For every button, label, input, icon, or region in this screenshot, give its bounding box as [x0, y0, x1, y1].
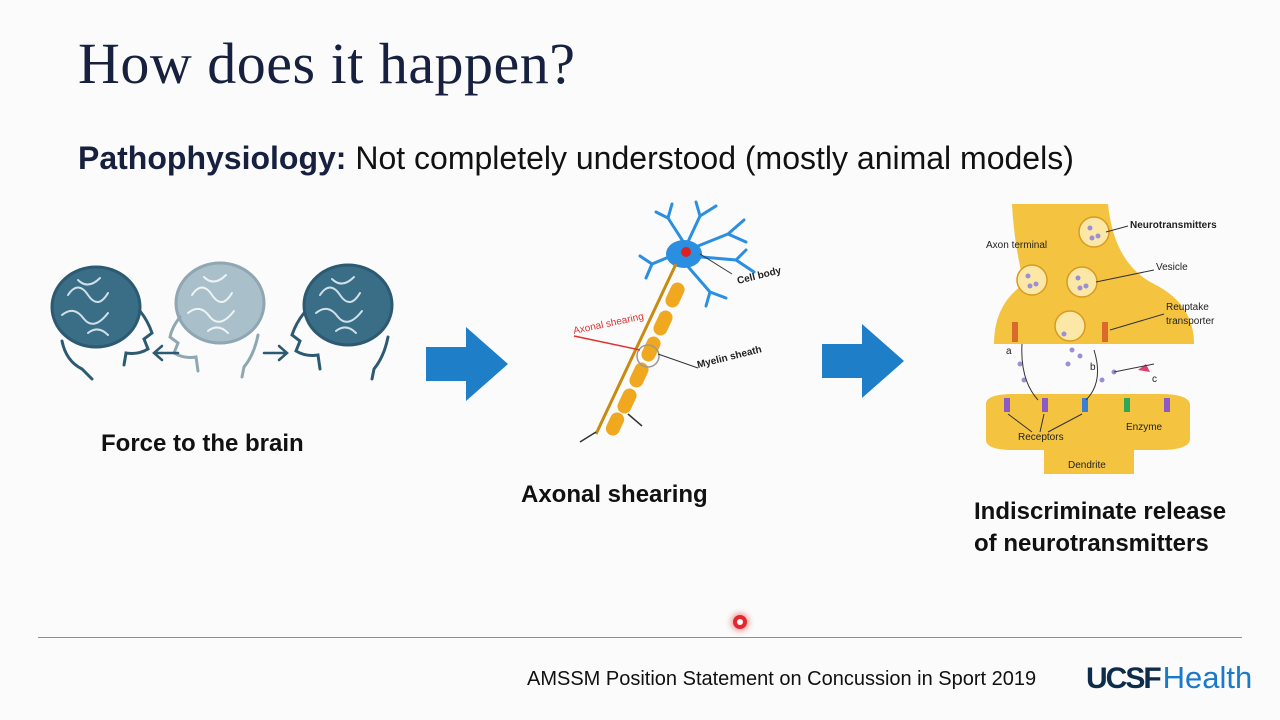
axon-icon — [594, 263, 685, 436]
footer-citation: AMSSM Position Statement on Concussion i… — [527, 668, 1037, 690]
label-myelin-sheath: Myelin sheath — [696, 344, 763, 371]
flow-arrow-2 — [822, 324, 904, 398]
subtitle-bold: Pathophysiology: — [78, 140, 347, 176]
head-right-icon — [290, 263, 394, 381]
footer-divider — [38, 637, 1242, 638]
synapse-illustration: Neurotransmitters Axon terminal Vesicle … — [986, 204, 1217, 474]
head-middle-icon — [168, 261, 266, 379]
subtitle-rest: Not completely understood (mostly animal… — [346, 140, 1074, 176]
stage-axonal-caption: Axonal shearing — [521, 481, 708, 508]
release-caption-line-1: Indiscriminate release — [974, 498, 1227, 525]
label-axonal-shearing: Axonal shearing — [572, 311, 644, 337]
stage-force-caption: Force to the brain — [101, 430, 304, 457]
label-axon-terminal: Axon terminal — [986, 240, 1047, 251]
receptor-icons — [1004, 322, 1170, 412]
neurotransmitter-dots — [1017, 225, 1117, 383]
logo-ucsf: UCSF — [1086, 662, 1162, 695]
flow-arrow-1 — [426, 327, 508, 401]
logo-health: Health — [1162, 660, 1253, 695]
shear-marker-icon — [636, 344, 660, 368]
slide-title: How does it happen? — [78, 31, 576, 96]
label-transporter: transporter — [1166, 316, 1215, 327]
label-vesicle: Vesicle — [1156, 262, 1188, 273]
label-dendrite: Dendrite — [1068, 460, 1106, 471]
label-c: c — [1152, 374, 1157, 385]
label-neurotransmitters: Neurotransmitters — [1130, 220, 1217, 231]
neuron-dendrites-icon — [638, 200, 756, 308]
heads-illustration — [50, 261, 394, 381]
label-a: a — [1006, 346, 1012, 357]
enzyme-icon — [1138, 364, 1150, 372]
label-receptors: Receptors — [1018, 432, 1064, 443]
label-enzyme: Enzyme — [1126, 422, 1163, 433]
label-cell-body: Cell body — [736, 265, 783, 287]
ucsf-health-logo: UCSFHealth — [1086, 660, 1252, 696]
force-arrows — [152, 344, 289, 362]
nucleus-icon — [681, 247, 691, 257]
stage-release-caption: Indiscriminate release of neurotransmitt… — [974, 496, 1226, 560]
dendrite-icon — [986, 394, 1190, 474]
neuron-illustration: Axonal shearing Myelin sheath Cell body — [572, 200, 783, 443]
release-caption-line-2: of neurotransmitters — [974, 530, 1209, 557]
laser-pointer-icon — [733, 615, 747, 629]
slide-subtitle: Pathophysiology: Not completely understo… — [78, 140, 1074, 177]
head-left-icon — [50, 265, 154, 381]
label-b: b — [1090, 362, 1096, 373]
label-reuptake: Reuptake — [1166, 302, 1209, 313]
